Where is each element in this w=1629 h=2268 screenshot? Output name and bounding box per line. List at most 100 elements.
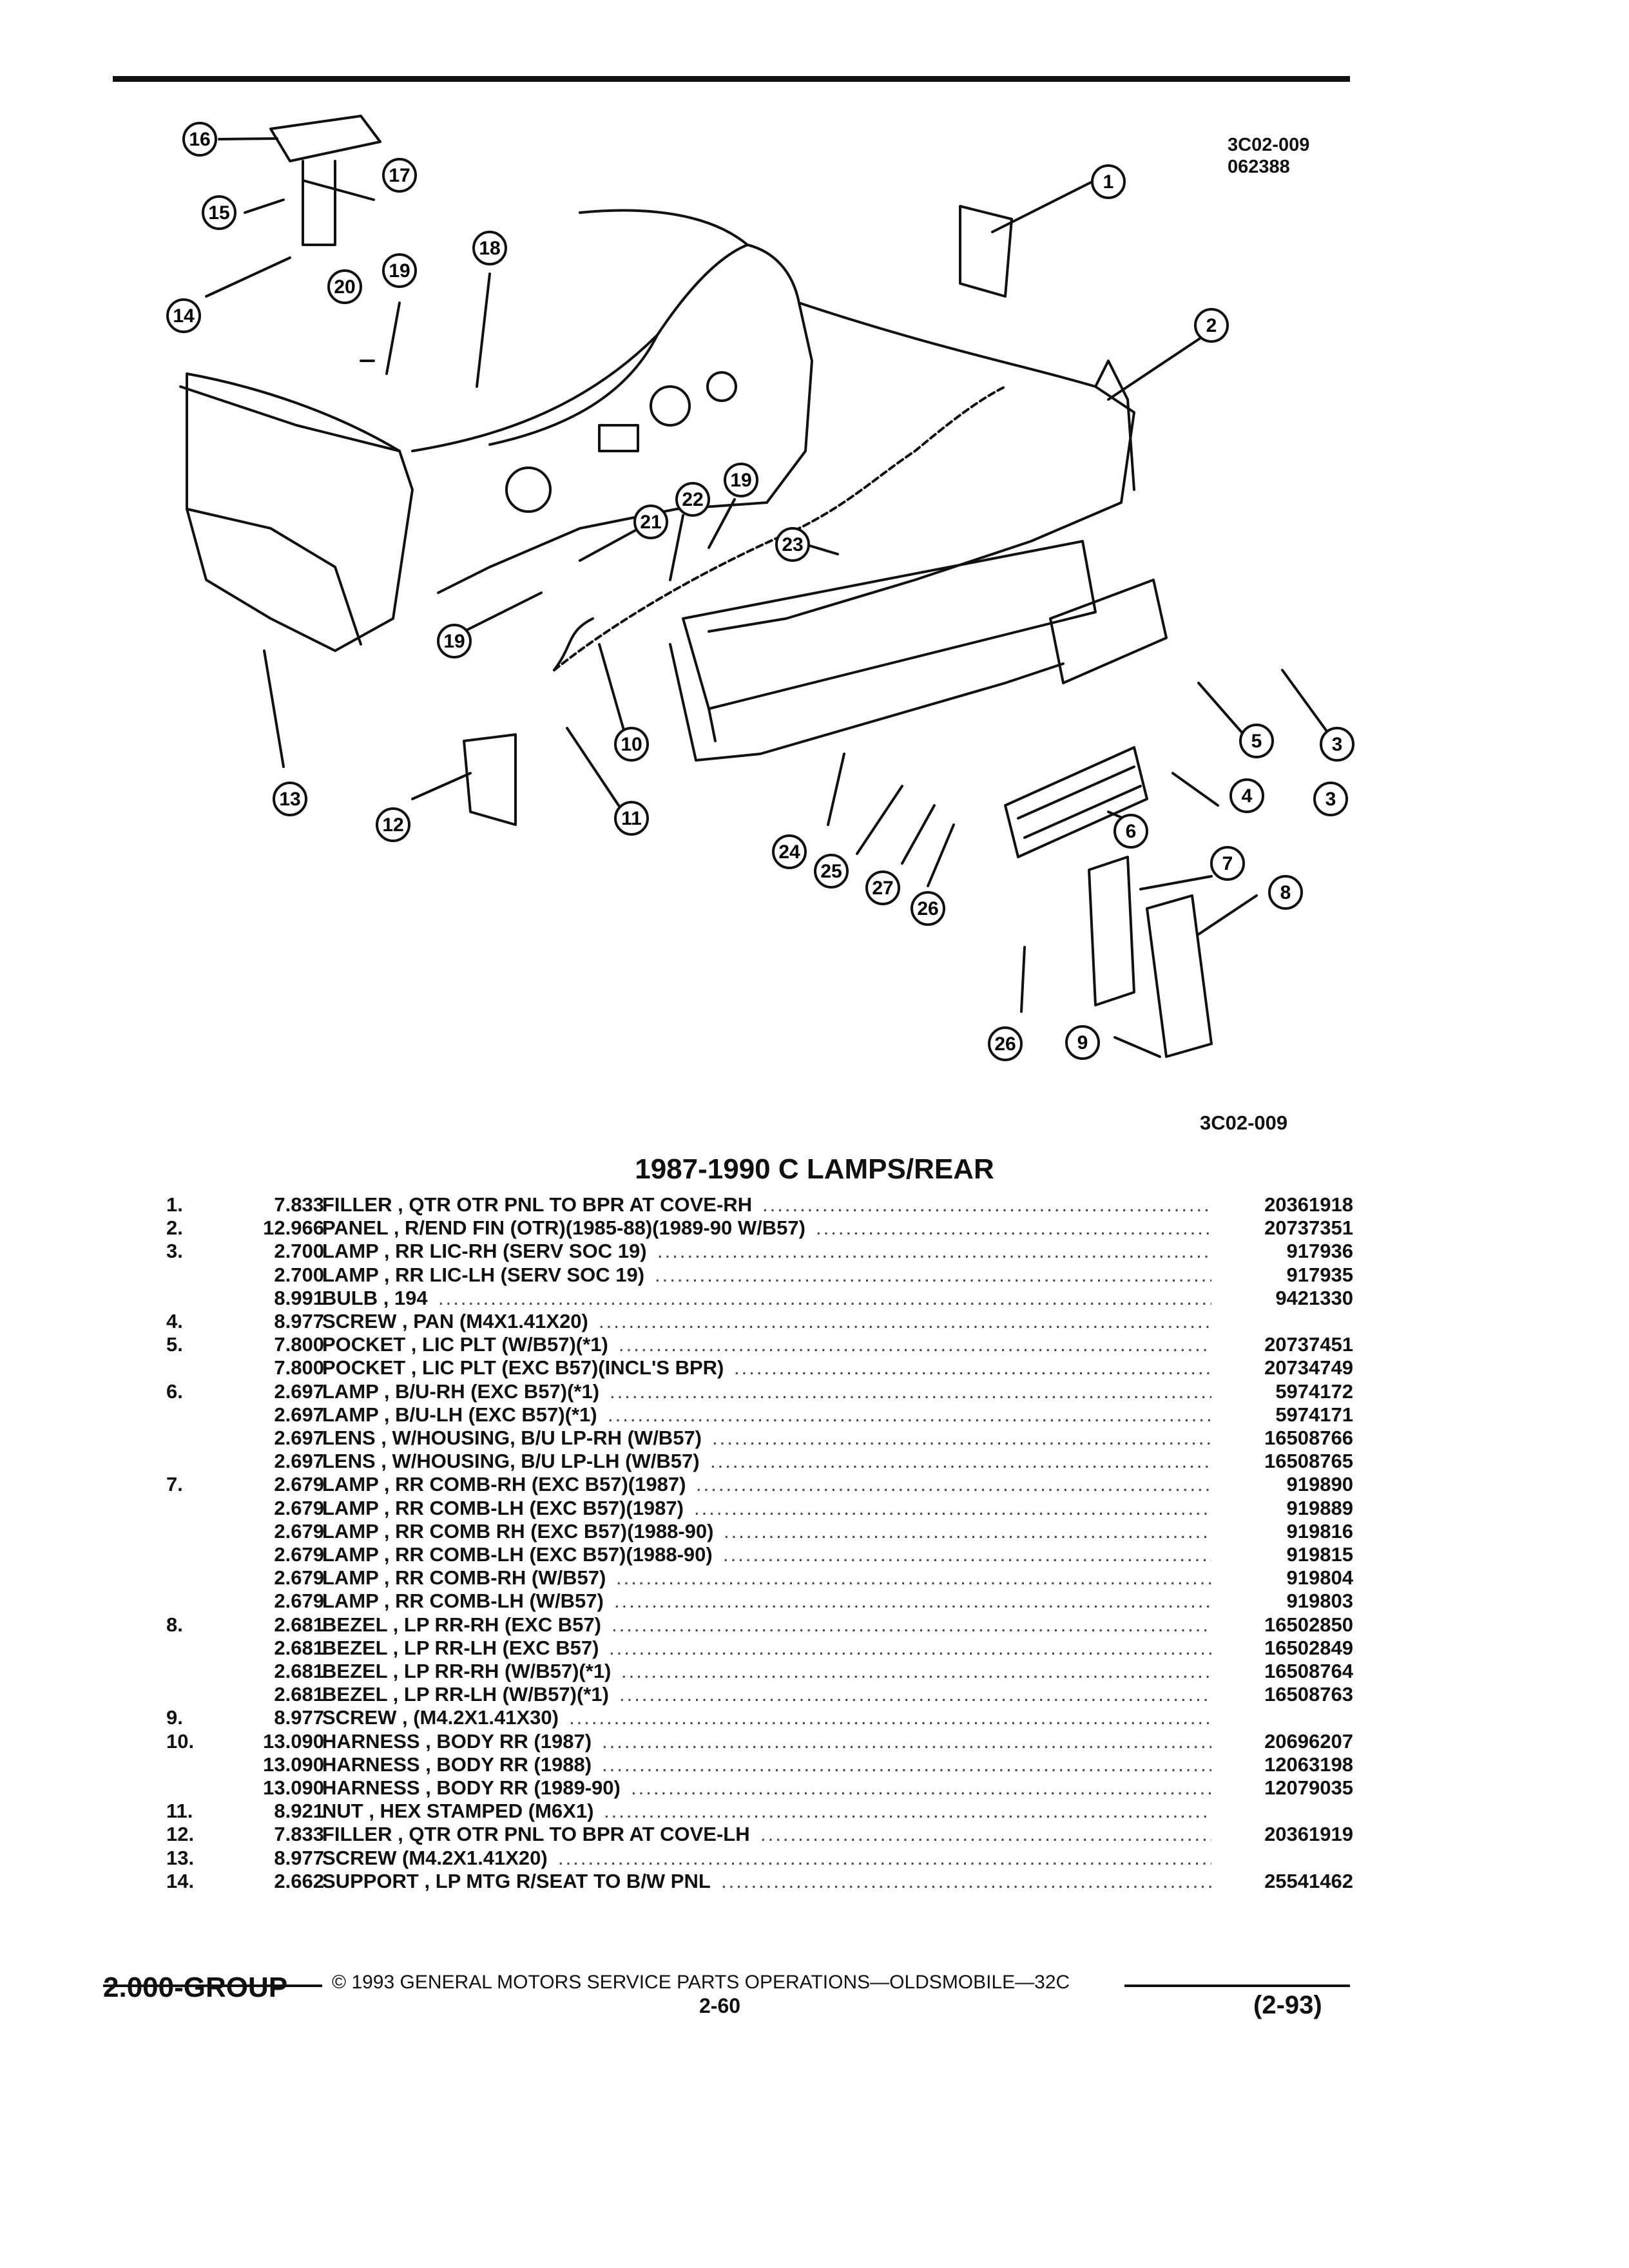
callout-number: 25: [820, 861, 842, 882]
part-row: 8.991...................................…: [0, 1287, 1629, 1310]
callout-14: 14: [166, 298, 201, 333]
page-title: 1987-1990 C LAMPS/REAR: [635, 1153, 994, 1185]
group-number: 13.090: [263, 1729, 324, 1753]
part-number: 9421330: [1275, 1286, 1353, 1309]
part-description: LAMP , RR COMB-RH (W/B57): [322, 1566, 606, 1590]
group-number: 7.800: [274, 1333, 324, 1356]
part-description: BEZEL , LP RR-LH (EXC B57): [322, 1636, 599, 1659]
callout-number: 2: [1206, 315, 1217, 336]
part-description: LENS , W/HOUSING, B/U LP-LH (W/B57): [322, 1450, 700, 1473]
group-number: 12.966: [263, 1216, 324, 1240]
group-number: 2.679: [274, 1590, 324, 1613]
part-row: 2.679...................................…: [0, 1543, 1629, 1566]
revision-date: (2-93): [1253, 1991, 1322, 2019]
callout-21: 21: [633, 505, 668, 539]
part-number: 919890: [1286, 1473, 1353, 1496]
callout-9: 9: [1065, 1025, 1100, 1060]
callout-11: 11: [614, 801, 649, 836]
part-number: 917936: [1286, 1240, 1353, 1263]
part-number: 919803: [1286, 1590, 1353, 1613]
part-description: BEZEL , LP RR-LH (W/B57)(*1): [322, 1683, 609, 1706]
callout-circle: [1239, 724, 1274, 758]
callout-circle: [865, 870, 900, 905]
part-row: 9.8.977.................................…: [0, 1706, 1629, 1729]
part-row: 2.681...................................…: [0, 1683, 1629, 1706]
part-number: 919816: [1286, 1519, 1353, 1542]
part-description: HARNESS , BODY RR (1988): [322, 1753, 592, 1776]
group-number: 2.679: [274, 1543, 324, 1566]
part-row: 11.8.921................................…: [0, 1800, 1629, 1823]
callout-13: 13: [273, 782, 307, 816]
callout-circle: [814, 854, 849, 889]
callout-number: 23: [782, 534, 803, 555]
figure-date: 062388: [1228, 157, 1290, 177]
dot-leader: ........................................…: [602, 1753, 1211, 1776]
callout-number: 1: [1103, 171, 1114, 193]
dot-leader: ........................................…: [657, 1240, 1211, 1263]
part-description: LAMP , RR COMB-RH (EXC B57)(1987): [322, 1473, 686, 1496]
item-number: 7.: [166, 1473, 183, 1496]
callout-circle: [614, 801, 649, 836]
part-number: 5974171: [1275, 1403, 1353, 1426]
callout-circle: [182, 122, 217, 157]
callout-number: 17: [389, 165, 410, 186]
item-number: 11.: [166, 1800, 193, 1823]
callout-6: 6: [1113, 814, 1148, 849]
callout-number: 4: [1242, 785, 1253, 807]
callout-circle: [1210, 846, 1245, 881]
page-number: 2-60: [699, 1994, 741, 2017]
part-description: PANEL , R/END FIN (OTR)(1985-88)(1989-90…: [322, 1216, 805, 1240]
part-description: LAMP , B/U-LH (EXC B57)(*1): [322, 1403, 597, 1426]
callout-number: 3: [1325, 789, 1336, 810]
dot-leader: ........................................…: [760, 1823, 1211, 1846]
callout-circle: [633, 505, 668, 539]
bezel: [1146, 894, 1213, 1058]
part-number: 16502850: [1264, 1613, 1353, 1636]
callout-circle: [1313, 782, 1348, 816]
callout-7: 7: [1210, 846, 1245, 881]
dot-leader: ........................................…: [609, 1636, 1211, 1659]
callout-3: 3: [1320, 727, 1354, 762]
group-number: 2.679: [274, 1473, 324, 1496]
header-rule: [113, 76, 1350, 82]
callout-number: 13: [279, 789, 300, 810]
group-number: 7.833: [274, 1193, 324, 1216]
group-number: 2.697: [274, 1450, 324, 1473]
part-description: LAMP , B/U-RH (EXC B57)(*1): [322, 1379, 600, 1403]
part-row: 2.679...................................…: [0, 1497, 1629, 1520]
dot-leader: ........................................…: [621, 1660, 1211, 1682]
part-number: 25541462: [1264, 1869, 1353, 1892]
callout-circle: [202, 195, 236, 230]
callout-5: 5: [1239, 724, 1274, 758]
callout-circle: [614, 727, 649, 762]
group-number: 2.662: [274, 1869, 324, 1892]
callout-circle: [376, 807, 410, 842]
dot-leader: ........................................…: [816, 1216, 1211, 1240]
group-number: 8.977: [274, 1310, 324, 1332]
comb-lamp: [1088, 856, 1135, 1006]
part-number: 919815: [1286, 1543, 1353, 1566]
callout-circle: [382, 253, 417, 288]
part-row: 13.8.977................................…: [0, 1847, 1629, 1870]
copyright-text: © 1993 GENERAL MOTORS SERVICE PARTS OPER…: [332, 1972, 1070, 1993]
item-number: 10.: [166, 1729, 195, 1753]
callout-number: 9: [1077, 1032, 1088, 1053]
callout-19: 19: [724, 463, 758, 497]
figure-id: 3C02-009 062388: [1228, 134, 1309, 178]
callout-16: 16: [182, 122, 217, 157]
part-number: 16508766: [1264, 1427, 1353, 1449]
dot-leader: ........................................…: [762, 1193, 1211, 1216]
group-number: 7.800: [274, 1356, 324, 1379]
group-number: 2.681: [274, 1660, 324, 1682]
callout-circle: [273, 782, 307, 816]
callout-27: 27: [865, 870, 900, 905]
dot-leader: ........................................…: [619, 1333, 1211, 1356]
part-row: 2.700...................................…: [0, 1264, 1629, 1287]
group-number: 7.833: [274, 1823, 324, 1846]
callout-20: 20: [327, 269, 362, 304]
filler-rh: [959, 205, 1013, 298]
callout-circle: [166, 298, 201, 333]
callout-number: 5: [1251, 731, 1262, 752]
part-row: 4.8.977.................................…: [0, 1310, 1629, 1333]
group-number: 2.700: [274, 1263, 324, 1286]
